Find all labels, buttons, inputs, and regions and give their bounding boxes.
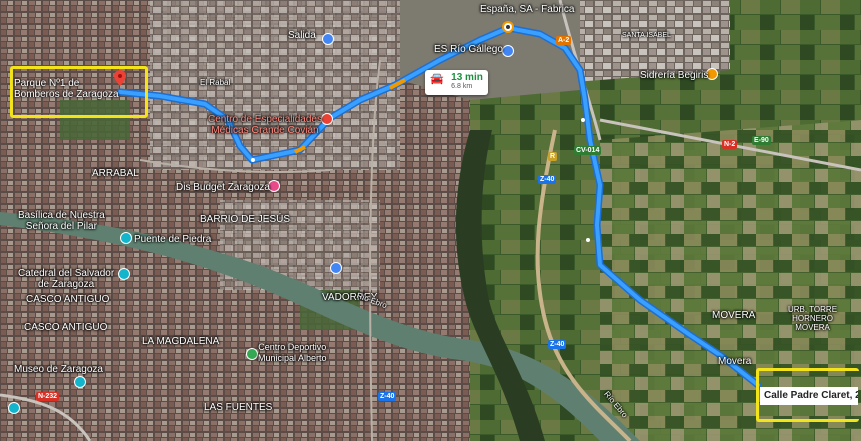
eta-chip[interactable]: 🚘 13 min 6.8 km bbox=[425, 70, 488, 95]
label-las-fuentes[interactable]: LAS FUENTES bbox=[204, 402, 273, 413]
destination-callout bbox=[756, 368, 859, 422]
road-shield-z40: Z-40 bbox=[538, 175, 557, 184]
label-centro-deportivo[interactable]: Centro Deportivo Municipal Alberto bbox=[258, 342, 327, 363]
label-casco-antiguo-1[interactable]: CASCO ANTIGUO bbox=[26, 294, 110, 305]
destination-label[interactable]: Calle Padre Claret, 28 bbox=[760, 387, 858, 405]
car-icon: 🚘 bbox=[430, 73, 444, 85]
label-magdalena[interactable]: LA MAGDALENA bbox=[142, 336, 220, 347]
place-icon[interactable] bbox=[330, 262, 342, 274]
label-espana[interactable]: España, SA - Fabrica bbox=[480, 4, 575, 15]
road-shield-z40: Z-40 bbox=[378, 392, 397, 401]
landmark-icon[interactable] bbox=[8, 402, 20, 414]
label-barrio-jesus[interactable]: BARRIO DE JESÚS bbox=[200, 214, 291, 225]
gas-station-icon[interactable] bbox=[502, 45, 514, 57]
road-shield-e90: E-90 bbox=[752, 136, 771, 145]
label-centro-especialidades[interactable]: Centro de Especialidades Médicas Grande … bbox=[208, 114, 322, 136]
label-puente-piedra[interactable]: Puente de Piedra bbox=[134, 234, 212, 245]
road-shield-cv014: CV-014 bbox=[574, 146, 602, 155]
label-vadorrey[interactable]: VADORREY bbox=[322, 292, 378, 303]
road-shield-n2: N-2 bbox=[722, 140, 738, 149]
hospital-icon[interactable] bbox=[321, 113, 333, 125]
label-movera-area[interactable]: MOVERA bbox=[712, 310, 756, 321]
landmark-icon[interactable] bbox=[118, 268, 130, 280]
road-shield-z40: Z-40 bbox=[548, 340, 567, 349]
landmark-icon[interactable] bbox=[74, 376, 86, 388]
label-sidreria[interactable]: Sidrería Begiris bbox=[640, 70, 709, 81]
label-salida[interactable]: Salida bbox=[288, 30, 316, 41]
label-rio-gallego[interactable]: ES Río Gállego bbox=[434, 44, 503, 55]
route-duration: 13 min bbox=[451, 72, 483, 83]
label-urb-torre[interactable]: URB. TORRE HORNERO MOVERA bbox=[788, 305, 838, 332]
label-catedral[interactable]: Catedral del Salvador de Zaragoza bbox=[18, 268, 115, 290]
label-el-rabal[interactable]: El Rabal bbox=[200, 78, 231, 87]
label-arrabal[interactable]: ARRABAL bbox=[92, 168, 139, 179]
landmark-icon[interactable] bbox=[120, 232, 132, 244]
red-pin-icon[interactable] bbox=[114, 70, 126, 86]
origin-label[interactable]: Parque Nº1 de Bomberos de Zaragoza bbox=[14, 78, 119, 100]
origin-callout bbox=[10, 66, 148, 118]
label-movera[interactable]: Movera bbox=[718, 356, 752, 367]
label-casco-antiguo-2[interactable]: CASCO ANTIGUO bbox=[24, 322, 108, 333]
label-basilica[interactable]: Basílica de Nuestra Señora del Pilar bbox=[18, 210, 105, 232]
label-museo[interactable]: Museo de Zaragoza bbox=[14, 364, 103, 375]
label-dis-budget[interactable]: Dis Budget Zaragoza bbox=[176, 182, 270, 193]
restaurant-icon[interactable] bbox=[706, 68, 718, 80]
sports-icon[interactable] bbox=[246, 348, 258, 360]
route-distance: 6.8 km bbox=[451, 83, 473, 90]
road-shield-a2: A-2 bbox=[556, 36, 572, 45]
shopping-icon[interactable] bbox=[268, 180, 280, 192]
place-icon[interactable] bbox=[322, 33, 334, 45]
label-santa-isabel[interactable]: SANTA ISABEL bbox=[622, 32, 671, 39]
road-shield-n232: N-232 bbox=[36, 392, 60, 401]
road-shield-r: R bbox=[548, 152, 558, 161]
